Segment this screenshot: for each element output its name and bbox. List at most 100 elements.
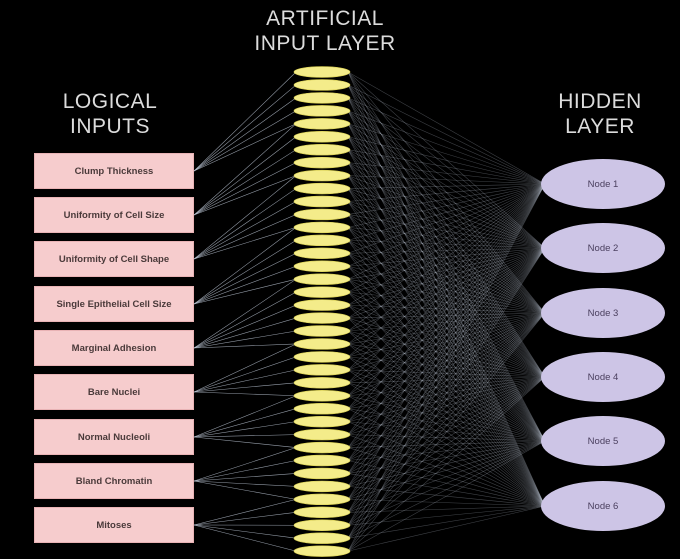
connection-line — [347, 162, 546, 249]
artificial-node — [293, 403, 351, 415]
connection-line — [347, 201, 546, 378]
artificial-node — [293, 169, 351, 182]
artificial-node — [293, 428, 351, 441]
connection-line — [347, 214, 546, 249]
connection-line — [347, 376, 546, 474]
connection-line — [347, 201, 546, 507]
logical-input-box: Clump Thickness — [34, 153, 194, 189]
connection-line — [193, 175, 297, 216]
connection-line — [347, 330, 546, 378]
connection-line — [193, 421, 297, 438]
connection-line — [347, 376, 546, 422]
connection-line — [347, 84, 546, 507]
logical-input-box: Bland Chromatin — [34, 463, 194, 499]
connection-line — [347, 330, 546, 507]
connection-line — [193, 369, 297, 393]
connection-line — [193, 136, 297, 216]
connection-line — [347, 240, 546, 507]
connection-line — [347, 317, 546, 442]
connection-line — [193, 97, 297, 172]
connection-line — [193, 149, 297, 216]
connection-line — [347, 175, 546, 507]
connection-line — [347, 408, 546, 442]
connection-line — [347, 247, 546, 254]
connection-line — [193, 382, 297, 393]
artificial-node — [293, 377, 351, 389]
connection-line — [347, 149, 546, 442]
connection-line — [347, 247, 546, 461]
connection-line — [347, 136, 546, 314]
connection-line — [347, 240, 546, 378]
connection-line — [347, 369, 546, 378]
connection-line — [347, 175, 546, 249]
connection-line — [347, 247, 546, 435]
artificial-node — [293, 208, 351, 221]
logical-input-box: Single Epithelial Cell Size — [34, 286, 194, 322]
connection-line — [347, 312, 546, 345]
artificial-node — [293, 66, 351, 78]
logical-input-box: Normal Nucleoli — [34, 419, 194, 455]
connection-line — [347, 312, 546, 409]
artificial-node — [293, 234, 351, 247]
connection-line — [347, 253, 546, 378]
connection-line — [347, 312, 546, 448]
connection-line — [347, 376, 546, 448]
artificial-node — [293, 247, 351, 260]
hidden-connections — [347, 71, 546, 552]
connection-line — [347, 110, 546, 442]
connection-line — [347, 376, 546, 397]
connection-line — [193, 524, 297, 552]
connection-line — [347, 312, 546, 474]
connection-line — [347, 136, 546, 185]
artificial-node — [293, 195, 351, 208]
artificial-node — [293, 182, 351, 195]
connection-line — [347, 312, 546, 500]
connection-line — [193, 278, 297, 305]
connection-line — [193, 201, 297, 260]
connection-line — [347, 376, 546, 384]
artificial-node — [293, 390, 351, 402]
connection-line — [347, 247, 546, 384]
connection-line — [347, 278, 546, 378]
connection-line — [347, 278, 546, 442]
connection-line — [193, 391, 297, 397]
artificial-input-layer-title: ARTIFICIAL INPUT LAYER — [230, 6, 420, 56]
connection-line — [347, 317, 546, 507]
connection-line — [347, 304, 546, 442]
connection-line — [347, 304, 546, 378]
connection-line — [347, 376, 546, 409]
connection-line — [347, 84, 546, 249]
artificial-node — [293, 156, 351, 169]
connection-line — [347, 253, 546, 507]
artificial-node — [293, 131, 351, 143]
artificial-node — [293, 467, 351, 480]
connection-line — [193, 460, 297, 482]
connection-line — [347, 162, 546, 378]
artificial-node — [293, 299, 351, 311]
connection-line — [347, 421, 546, 507]
connection-line — [347, 266, 546, 378]
artificial-node — [293, 545, 351, 557]
connection-line — [347, 175, 546, 442]
hidden-node: Node 4 — [541, 352, 665, 402]
connection-line — [347, 162, 546, 314]
connection-line — [347, 473, 546, 507]
connection-line — [347, 343, 546, 442]
connection-line — [347, 201, 546, 249]
connection-line — [347, 183, 546, 539]
connection-line — [347, 183, 546, 396]
connection-line — [193, 291, 297, 349]
input-connections — [193, 71, 297, 552]
connection-line — [347, 247, 546, 409]
connection-line — [347, 291, 546, 378]
logical-input-box: Mitoses — [34, 507, 194, 543]
connection-line — [347, 110, 546, 507]
connection-line — [347, 183, 546, 306]
connection-line — [347, 188, 546, 249]
connection-line — [347, 312, 546, 371]
connection-line — [347, 408, 546, 507]
artificial-node — [293, 92, 351, 104]
connection-line — [347, 253, 546, 442]
connection-line — [347, 183, 546, 448]
connection-line — [347, 312, 546, 461]
